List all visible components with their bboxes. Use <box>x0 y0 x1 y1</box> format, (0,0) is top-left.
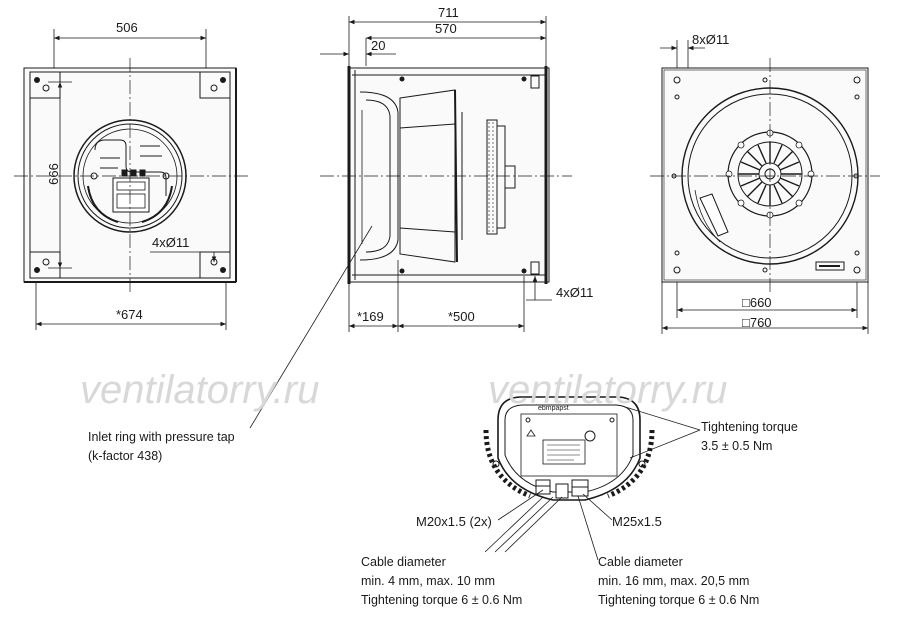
dim-side-body: 570 <box>435 21 457 36</box>
dim-side-inlet: *169 <box>357 309 384 324</box>
inlet-ring-note: Inlet ring with pressure tap (k-factor 4… <box>88 428 235 466</box>
front-center-lines <box>14 58 248 294</box>
back-view <box>650 40 880 334</box>
cable-small-line1: Cable diameter <box>361 555 446 569</box>
inlet-ring-note-line2: (k-factor 438) <box>88 449 163 463</box>
terminal-cable-glands <box>535 479 589 499</box>
brand-label: ebmpapst <box>538 405 569 412</box>
dim-side-holes: 4xØ11 <box>556 285 593 300</box>
back-center-lines <box>650 58 880 294</box>
dim-front-height: 666 <box>46 163 61 185</box>
dim-side-total: 711 <box>438 5 459 20</box>
terminal-leaders <box>484 405 701 561</box>
watermark-right: ventilatorry.ru <box>488 368 728 412</box>
cable-small-line2: min. 4 mm, max. 10 mm <box>361 574 496 588</box>
cable-small-note: Cable diameter min. 4 mm, max. 10 mm Tig… <box>361 553 522 610</box>
dim-front-holes: 4xØ11 <box>152 235 189 250</box>
terminal-box-detail <box>483 396 701 561</box>
front-dimension-lines <box>35 29 227 330</box>
front-motor <box>73 119 187 233</box>
dim-side-flange: 20 <box>371 38 385 53</box>
inlet-ring-note-line1: Inlet ring with pressure tap <box>88 430 235 444</box>
tightening-torque-line2: 3.5 ± 0.5 Nm <box>701 439 773 453</box>
front-view <box>14 29 248 330</box>
dim-front-overall: *674 <box>116 307 143 322</box>
front-corner-brackets <box>29 71 231 279</box>
back-nameplate <box>815 261 845 271</box>
dim-back-square-outer: □760 <box>742 315 772 330</box>
side-view <box>249 16 572 429</box>
cable-large-note: Cable diameter min. 16 mm, max. 20,5 mm … <box>598 553 759 610</box>
side-dimension-lines <box>320 16 552 332</box>
tightening-torque-line1: Tightening torque <box>701 420 798 434</box>
dim-back-square-inner: □660 <box>742 295 772 310</box>
dim-front-width: 506 <box>116 20 138 35</box>
cable-large-line1: Cable diameter <box>598 555 683 569</box>
dim-side-depth: *500 <box>448 309 475 324</box>
tightening-torque-note: Tightening torque 3.5 ± 0.5 Nm <box>701 418 798 456</box>
m20-gland-label: M20x1.5 (2x) <box>416 514 492 529</box>
back-dimension-lines <box>660 40 869 334</box>
dim-back-holes: 8xØ11 <box>692 32 729 47</box>
cable-large-line3: Tightening torque 6 ± 0.6 Nm <box>598 593 760 607</box>
side-motor <box>486 119 516 235</box>
cable-small-line3: Tightening torque 6 ± 0.6 Nm <box>361 593 523 607</box>
inlet-ring-leader <box>249 225 373 429</box>
m25-gland-label: M25x1.5 <box>612 514 662 529</box>
front-cable-glands <box>121 169 146 177</box>
watermark-left: ventilatorry.ru <box>80 368 320 412</box>
cable-large-line2: min. 16 mm, max. 20,5 mm <box>598 574 750 588</box>
